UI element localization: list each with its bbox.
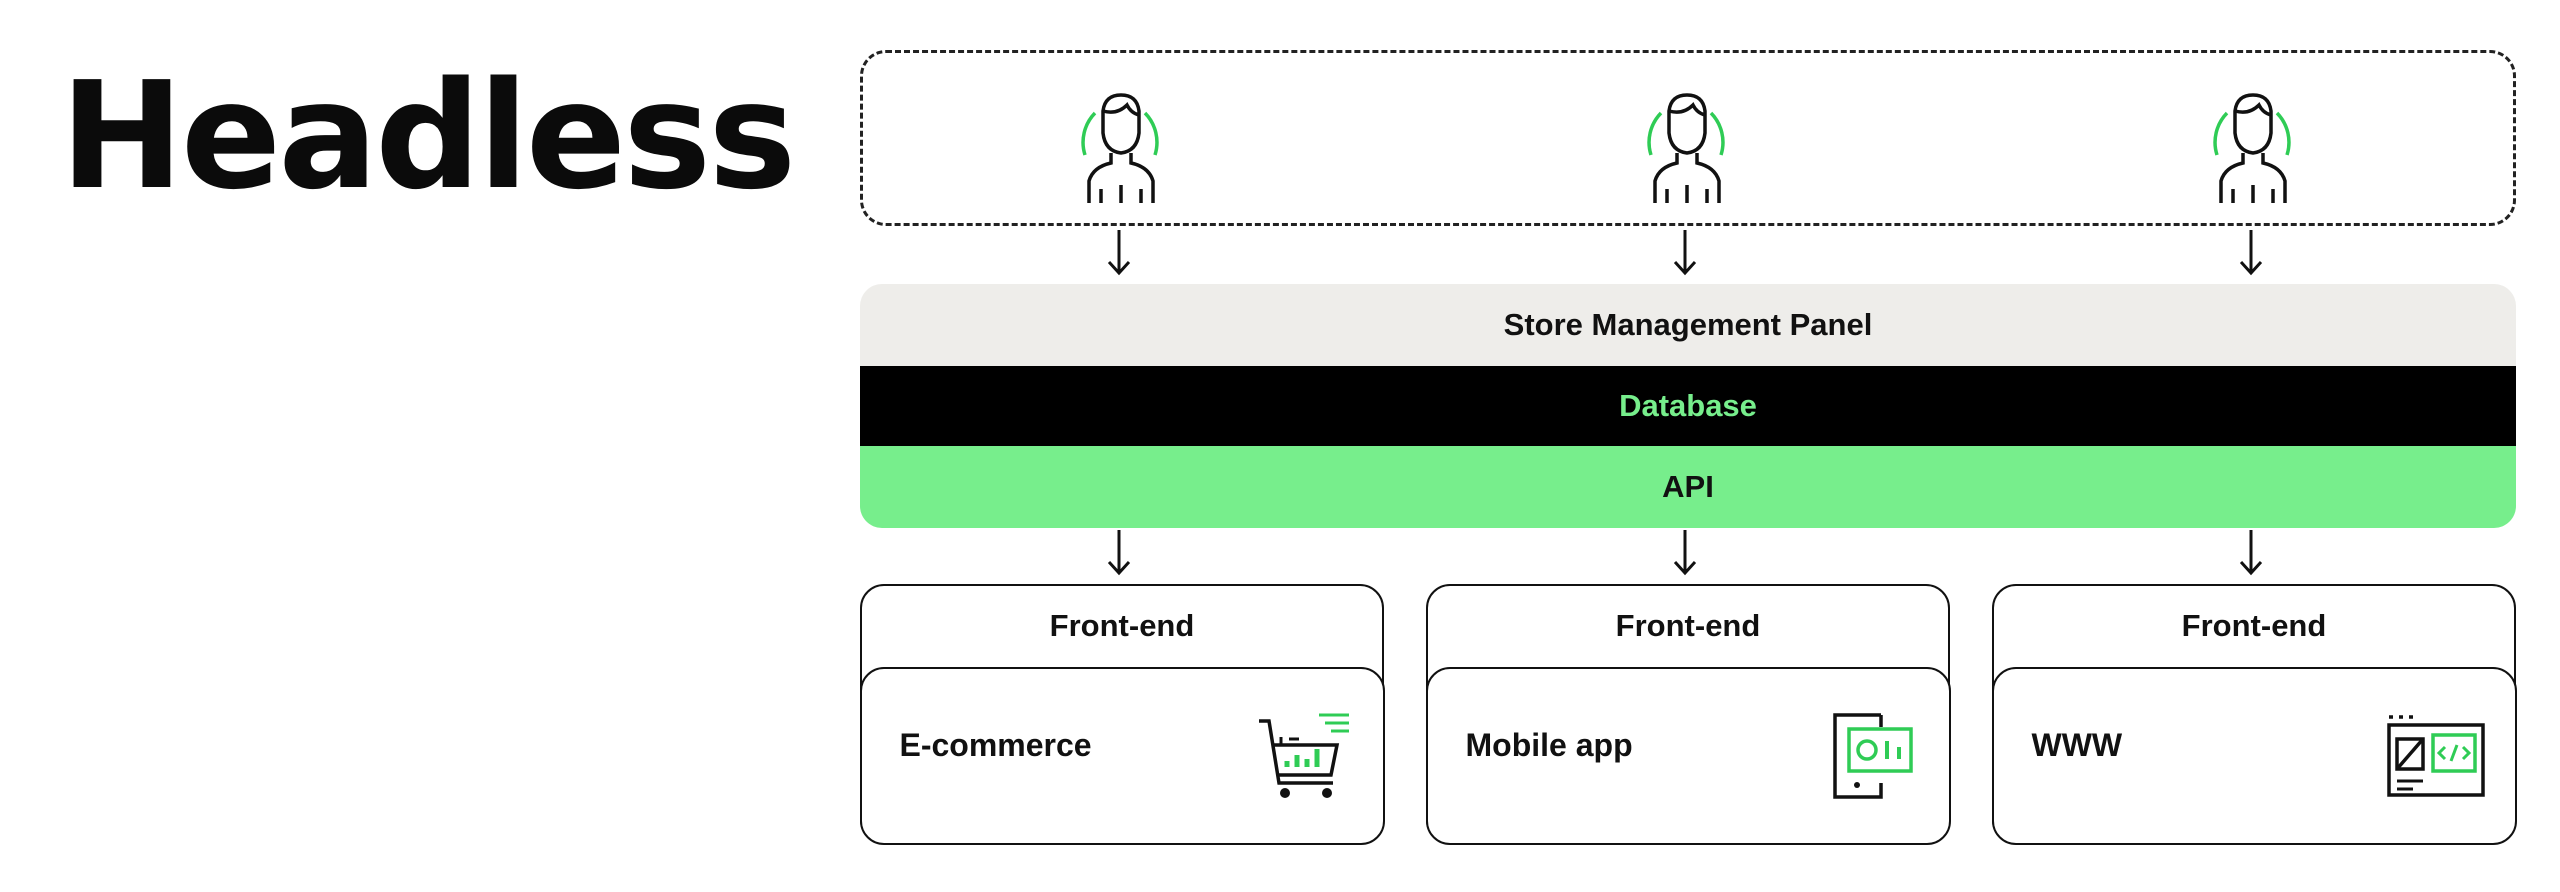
arrow-down-icon (1670, 228, 1700, 278)
frontend-card-body: Mobile app (1425, 666, 1951, 845)
backend-stack: Store Management Panel Database API (860, 284, 2516, 528)
shopping-cart-chart-icon (1253, 705, 1353, 805)
user-icon (1065, 85, 1175, 205)
frontend-card-label: WWW (2031, 726, 2123, 763)
users-group (860, 50, 2516, 226)
frontend-card-www: Front-end WWW (1991, 584, 2517, 845)
arrow-down-icon (1104, 228, 1134, 278)
frontend-card-label: E-commerce (899, 726, 1092, 763)
user-icon (1631, 85, 1741, 205)
frontend-card-ecommerce: Front-end E-commerce (859, 584, 1385, 845)
page-title: Headless (60, 50, 796, 222)
tablet-dashboard-icon (1819, 705, 1919, 805)
frontend-card-header: Front-end (1049, 608, 1195, 643)
arrow-down-icon (1670, 528, 1700, 578)
user-icon (2197, 85, 2307, 205)
arrow-down-icon (1104, 528, 1134, 578)
frontend-card-label: Mobile app (1465, 726, 1633, 763)
frontend-card-header: Front-end (1615, 608, 1761, 643)
frontend-card-header: Front-end (2181, 608, 2327, 643)
frontend-card-mobile-app: Front-end Mobile app (1425, 584, 1951, 845)
frontend-card-body: E-commerce (859, 666, 1385, 845)
browser-code-icon (2385, 705, 2485, 805)
frontend-card-body: WWW (1991, 666, 2517, 845)
database-layer: Database (860, 366, 2516, 446)
arrow-down-icon (2236, 528, 2266, 578)
api-layer: API (860, 446, 2516, 528)
store-management-panel-layer: Store Management Panel (860, 284, 2516, 366)
arrow-down-icon (2236, 228, 2266, 278)
